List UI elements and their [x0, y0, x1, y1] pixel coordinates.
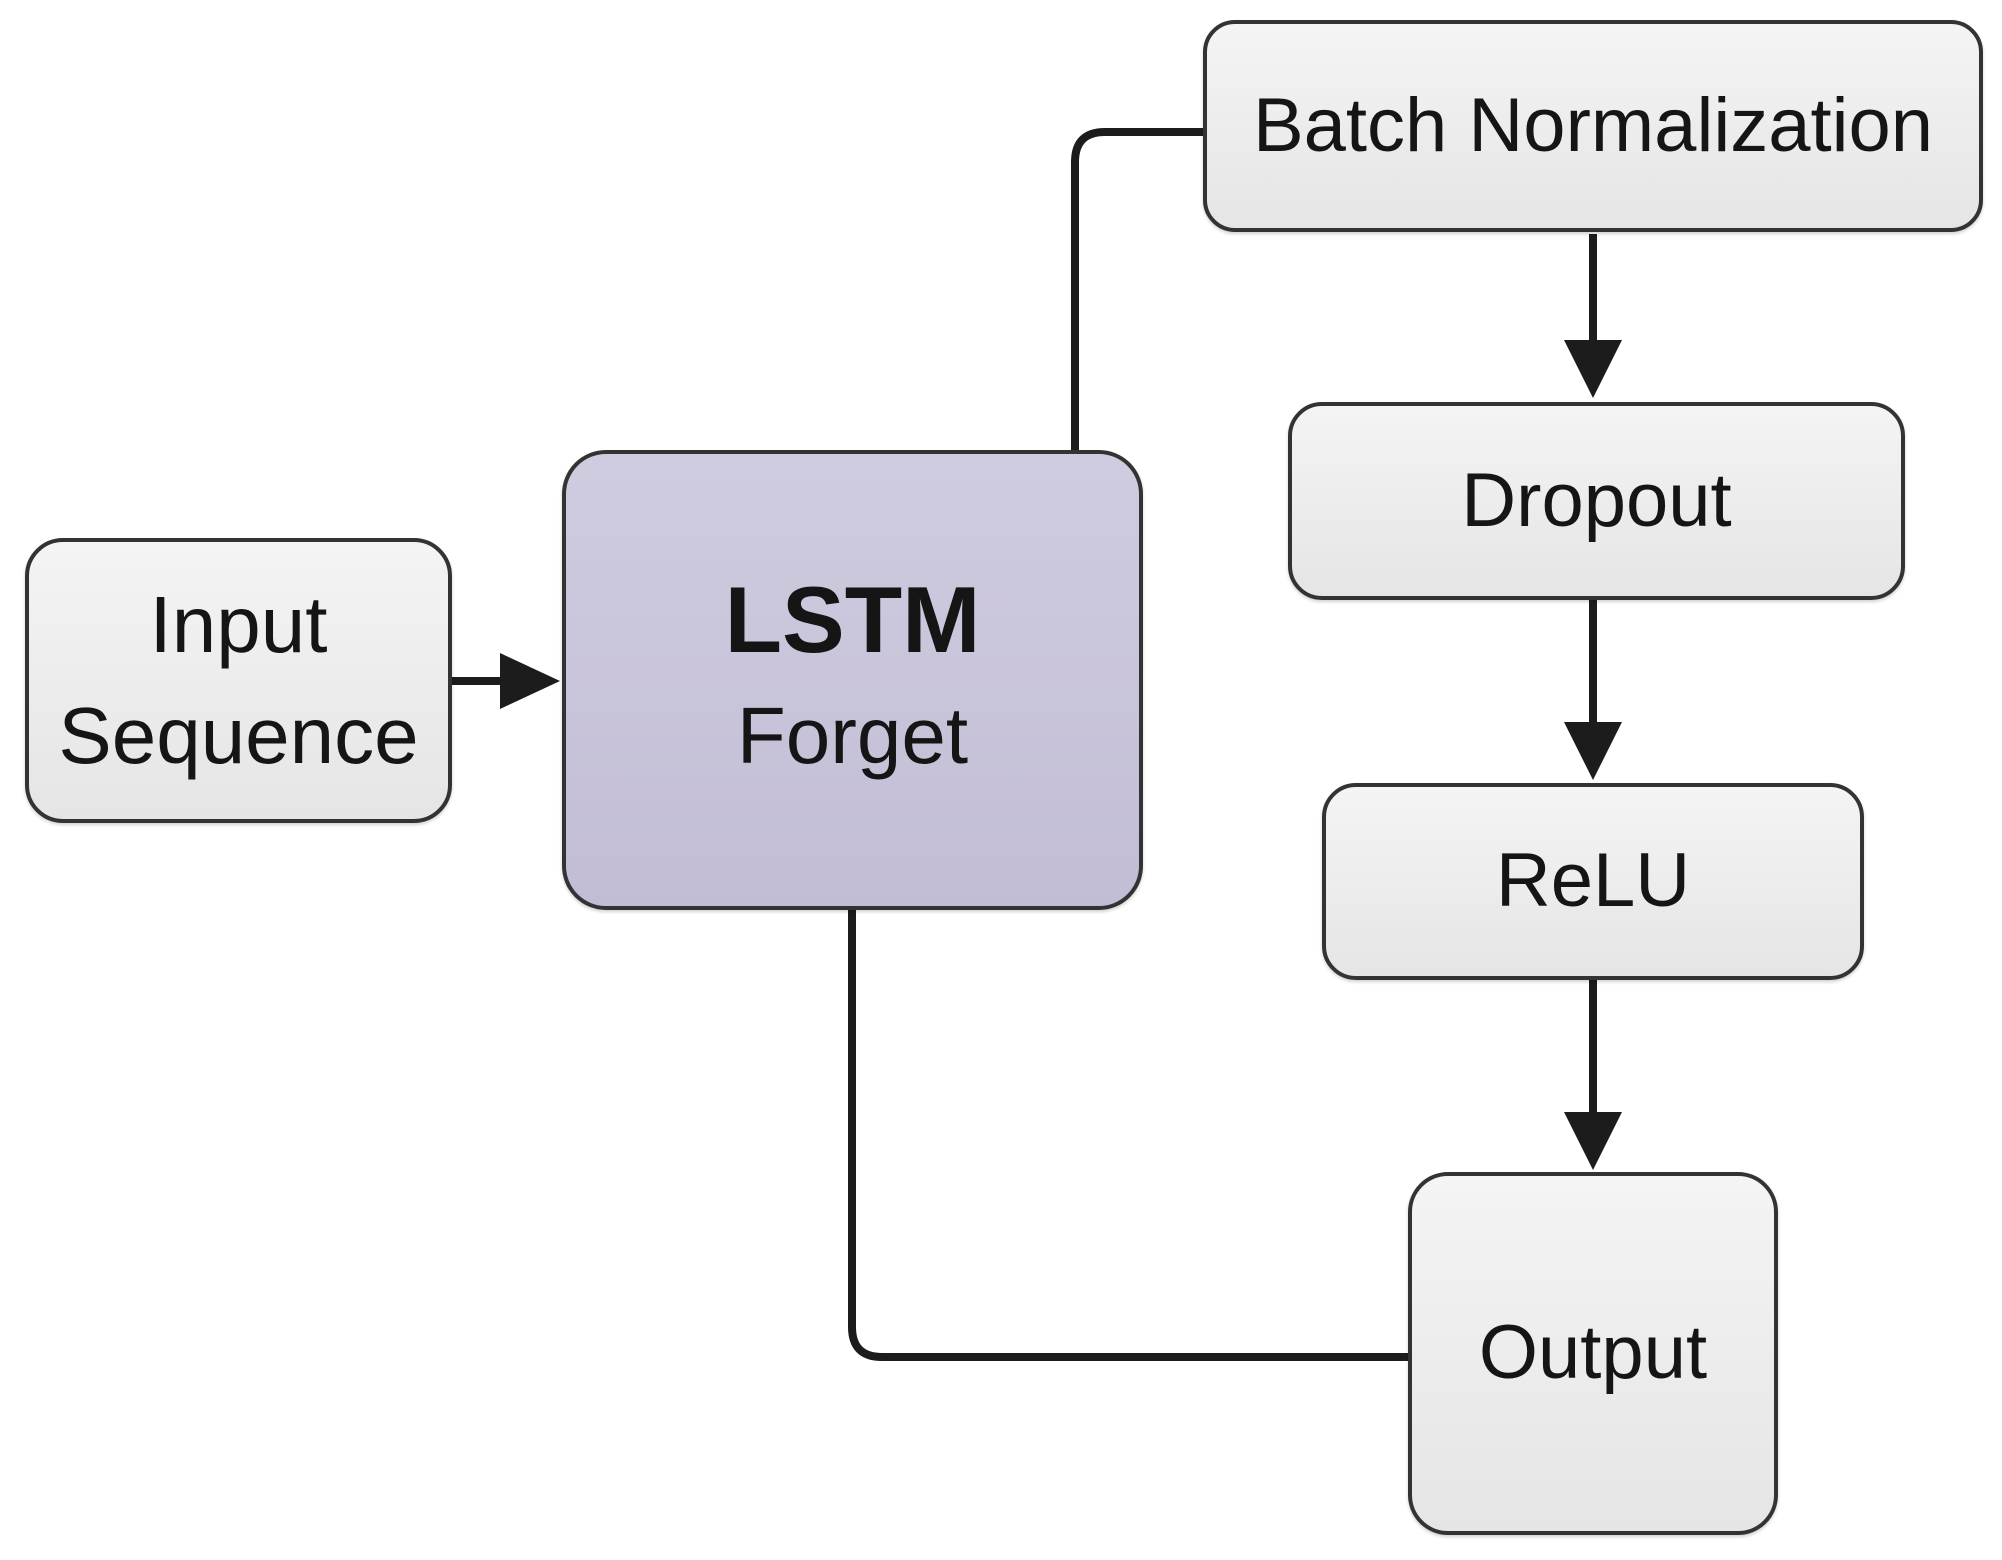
relu-label: ReLU [1495, 838, 1691, 924]
edge-lstm-to-batchnorm-line [1071, 128, 1203, 452]
edge-lstm-to-batchnorm [1071, 128, 1203, 452]
edge-dropout-to-relu [1564, 598, 1622, 780]
edge-relu-to-output-arrowhead-icon [1564, 1112, 1622, 1170]
node-input-sequence: Input Sequence [25, 538, 452, 823]
edge-lstm-to-output-line [848, 908, 1410, 1361]
edge-relu-to-output [1564, 978, 1622, 1170]
dropout-label: Dropout [1461, 457, 1732, 543]
edge-batchnorm-to-dropout [1564, 234, 1622, 398]
input-sequence-label-line2: Sequence [58, 690, 419, 780]
lstm-title-label: LSTM [724, 566, 981, 672]
edge-input-to-lstm [452, 653, 560, 709]
node-batch-normalization: Batch Normalization [1203, 20, 1983, 232]
edge-batchnorm-to-dropout-arrowhead-icon [1564, 340, 1622, 398]
lstm-subtitle-label: Forget [736, 691, 969, 781]
node-output: Output [1408, 1172, 1778, 1535]
node-dropout: Dropout [1288, 402, 1905, 600]
edge-lstm-to-output [848, 908, 1410, 1361]
node-relu: ReLU [1322, 783, 1864, 980]
edge-dropout-to-relu-arrowhead-icon [1564, 722, 1622, 780]
input-sequence-label-line1: Input [149, 580, 328, 670]
node-lstm-forget: LSTM Forget [562, 450, 1143, 910]
output-label: Output [1478, 1310, 1708, 1396]
batch-normalization-label: Batch Normalization [1252, 82, 1934, 168]
edge-input-to-lstm-arrowhead-icon [500, 653, 560, 709]
